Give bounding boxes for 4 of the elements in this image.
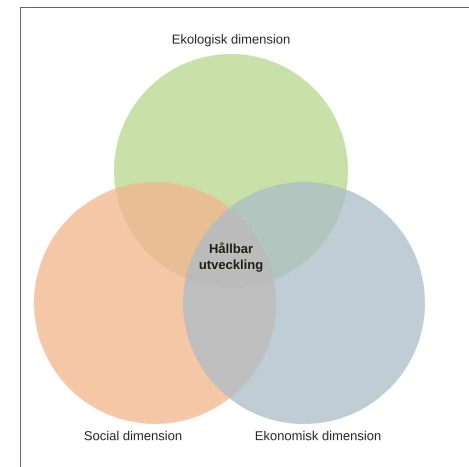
node-label: Ekonomisk dimension <box>256 430 380 440</box>
node-label: Social dimension <box>84 430 182 440</box>
center-label: Hållbar utveckling <box>200 242 262 272</box>
node-label: Ekologisk dimension <box>172 34 290 46</box>
